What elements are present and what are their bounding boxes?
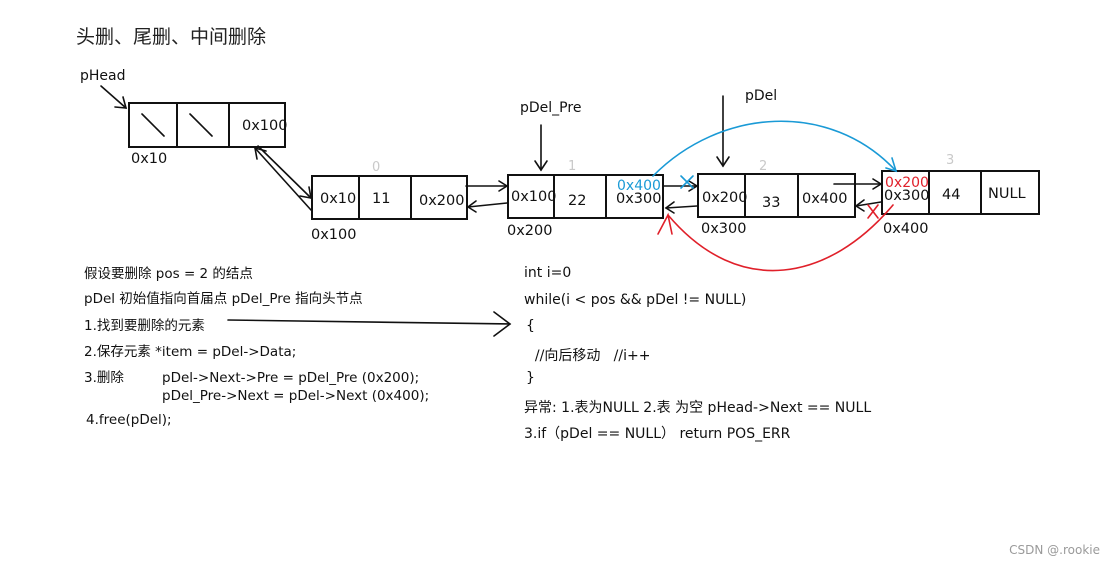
node-0-index: 0 xyxy=(372,160,381,175)
node-2-next-cell xyxy=(797,173,856,218)
node-0-data-value: 11 xyxy=(372,191,391,207)
node-3-next-cell xyxy=(980,170,1040,215)
node0-to-head-arrow xyxy=(254,147,312,211)
head-to-node0-arrowhead xyxy=(299,186,312,199)
node-3-index: 3 xyxy=(946,153,955,168)
node-2-address: 0x300 xyxy=(701,221,747,237)
blue-cross-2 xyxy=(680,175,694,189)
note-step1: 1.找到要删除的元素 xyxy=(84,318,205,334)
node-2-next-value: 0x400 xyxy=(802,191,848,207)
node-1-next-value: 0x300 xyxy=(616,191,662,207)
node2-to-node3-arrowhead xyxy=(872,178,883,190)
blue-next-bypass-arc xyxy=(652,120,897,177)
pdel-pre-arrowhead xyxy=(534,160,548,172)
page-title: 头删、尾删、中间删除 xyxy=(76,26,267,48)
code-line-5: } xyxy=(526,370,535,386)
node-0-next-cell xyxy=(410,175,468,220)
node1-to-node0-arrow xyxy=(467,202,508,208)
node-0-pre-cell xyxy=(311,175,360,220)
node-1-next-new-value: 0x400 xyxy=(617,178,661,194)
watermark: CSDN @.rookie xyxy=(1009,543,1100,557)
node-2-data-value: 33 xyxy=(762,195,781,211)
node3-to-node2-arrow xyxy=(855,201,882,207)
find-to-code-arrowhead xyxy=(493,311,512,337)
node-3-data-value: 44 xyxy=(942,187,961,203)
note-step3-line2: pDel_Pre->Next = pDel->Next (0x400); xyxy=(162,388,430,404)
head-data-null-slash xyxy=(189,113,213,137)
node-0-pre-value: 0x10 xyxy=(320,191,357,207)
head-node-next-value: 0x100 xyxy=(242,118,288,134)
node0-to-node1-arrowhead xyxy=(498,180,509,192)
pdel-pre-label: pDel_Pre xyxy=(520,100,582,116)
node-0-next-value: 0x200 xyxy=(419,193,465,209)
node-3-pre-value: 0x300 xyxy=(884,188,930,204)
note-step2: 2.保存元素 *item = pDel->Data; xyxy=(84,344,297,360)
note-assume: 假设要删除 pos = 2 的结点 xyxy=(84,266,253,282)
code-line-7: 3.if（pDel == NULL） return POS_ERR xyxy=(524,426,791,442)
red-pre-bypass-arrowhead xyxy=(657,212,673,235)
blue-next-bypass-arrowhead xyxy=(885,157,898,173)
node1-to-node0-arrowhead xyxy=(466,200,477,213)
phead-arrowhead xyxy=(114,96,128,109)
node-2-pre-cell xyxy=(697,173,746,218)
note-init: pDel 初始值指向首届点 pDel_Pre 指向头节点 xyxy=(84,291,363,307)
node1-to-node2-arrowhead xyxy=(688,180,699,192)
note-step4: 4.free(pDel); xyxy=(86,412,172,428)
red-cross-2 xyxy=(867,204,879,219)
pdel-arrowhead xyxy=(716,156,730,168)
node-3-address: 0x400 xyxy=(883,221,929,237)
node-1-next-cell xyxy=(605,174,664,219)
code-line-2: while(i < pos && pDel != NULL) xyxy=(524,292,747,308)
node-3-pre-cell xyxy=(881,170,930,215)
code-line-3: { xyxy=(526,318,535,334)
node-1-index: 1 xyxy=(568,159,577,174)
node3-to-node2-arrowhead xyxy=(854,199,865,212)
head-node-next-cell xyxy=(228,102,286,148)
note-step3-line1: pDel->Next->Pre = pDel_Pre (0x200); xyxy=(162,370,420,386)
node2-to-node1-arrowhead xyxy=(664,201,675,214)
node0-to-head-arrowhead xyxy=(253,146,267,160)
node-0-address: 0x100 xyxy=(311,227,357,243)
node-3-next-value: NULL xyxy=(988,186,1026,202)
node-2-pre-value: 0x200 xyxy=(702,190,748,206)
node-1-data-cell xyxy=(553,174,607,219)
note-step3: 3.删除 xyxy=(84,370,124,386)
head-pre-null-slash xyxy=(141,113,165,137)
pdel-label: pDel xyxy=(745,88,778,104)
head-node-data-cell xyxy=(176,102,230,148)
phead-label: pHead xyxy=(80,68,126,84)
node-3-pre-new-value: 0x200 xyxy=(885,175,929,191)
head-to-node0-arrow xyxy=(257,145,312,199)
phead-arrow xyxy=(100,85,127,109)
find-to-code-arrow xyxy=(227,319,511,325)
node-1-address: 0x200 xyxy=(507,223,553,239)
node-0-data-cell xyxy=(358,175,412,220)
node-1-pre-value: 0x100 xyxy=(511,189,557,205)
code-line-6: 异常: 1.表为NULL 2.表 为空 pHead->Next == NULL xyxy=(524,400,872,416)
node2-to-node1-arrow xyxy=(665,205,698,209)
node-2-index: 2 xyxy=(759,159,768,174)
code-line-4: //向后移动 //i++ xyxy=(526,348,651,364)
node-3-data-cell xyxy=(928,170,982,215)
node-2-data-cell xyxy=(744,173,799,218)
head-node-address: 0x10 xyxy=(131,151,168,167)
node-1-data-value: 22 xyxy=(568,193,587,209)
red-pre-bypass-arc xyxy=(667,204,894,272)
code-line-1: int i=0 xyxy=(524,265,572,281)
